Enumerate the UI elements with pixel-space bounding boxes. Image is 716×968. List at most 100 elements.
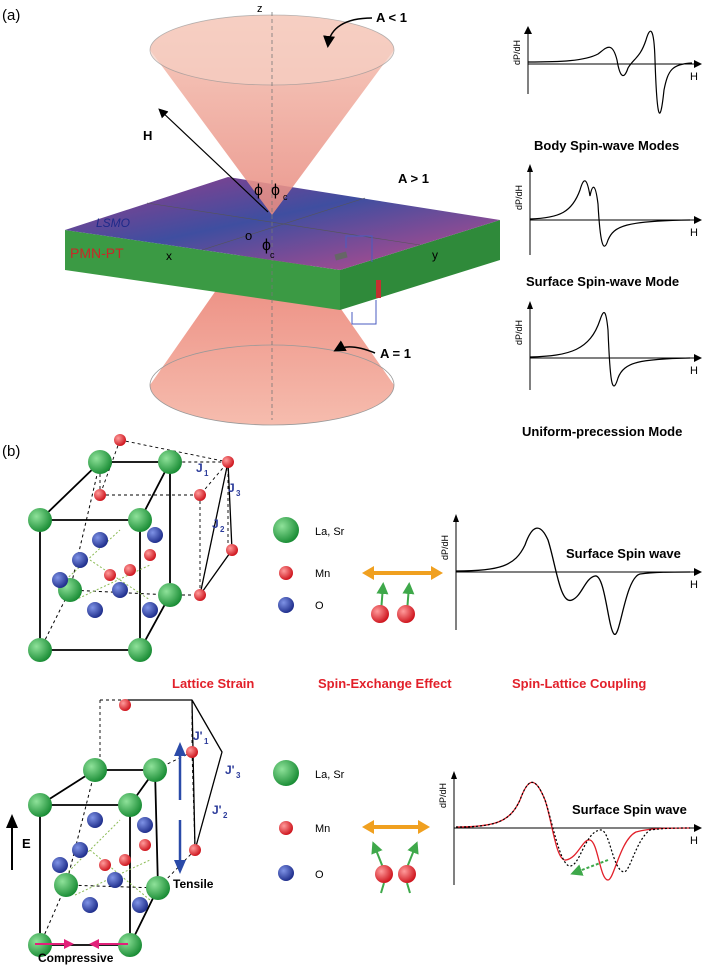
la-sr-atom xyxy=(158,583,182,607)
legend-o-atom xyxy=(278,597,294,613)
la-sr-atom xyxy=(146,876,170,900)
oxygen-atom xyxy=(52,572,68,588)
la-sr-atom xyxy=(28,793,52,817)
la-sr-atom xyxy=(28,638,52,662)
lattice-top: J 1 J 3 J 2 xyxy=(39,439,241,651)
phi-c-lower-label: ϕ xyxy=(262,237,271,254)
j1-label: J xyxy=(196,461,203,475)
mn-atom xyxy=(226,544,238,556)
b-bottom-title: Surface Spin wave xyxy=(572,802,687,817)
la-sr-atom xyxy=(88,450,112,474)
y-axis-label: y xyxy=(432,248,438,262)
la-sr-atom xyxy=(54,873,78,897)
oxygen-atom xyxy=(87,812,103,828)
la-sr-atom xyxy=(158,450,182,474)
pmn-pt-label: PMN-PT xyxy=(70,245,124,261)
mn-atom xyxy=(124,564,136,576)
la-sr-atom xyxy=(128,508,152,532)
la-sr-atom xyxy=(28,508,52,532)
legend-la-sr-atom xyxy=(273,517,299,543)
oxygen-atom xyxy=(72,552,88,568)
legend-top: La, Sr Mn O xyxy=(273,517,345,613)
j3-sub: 3 xyxy=(236,489,241,498)
compressive-arrows: Compressive xyxy=(35,939,128,965)
j3p-label: J' xyxy=(225,763,235,777)
mn-atom xyxy=(189,844,201,856)
shift-arrow xyxy=(570,859,609,876)
phi-c-sub: c xyxy=(283,192,288,202)
mn-atom xyxy=(222,456,234,468)
h-vector xyxy=(158,108,269,213)
j1p-label: J' xyxy=(193,729,203,743)
mn-atom xyxy=(119,854,131,866)
oxygen-atom xyxy=(87,602,103,618)
phi-c-label: ϕ xyxy=(271,182,280,199)
a-equal-1-label: A = 1 xyxy=(380,346,411,361)
body-xlabel: H xyxy=(690,71,698,83)
legend2-la-sr-atom xyxy=(273,760,299,786)
legend-mn-atom xyxy=(279,566,293,580)
tensile-label: Tensile xyxy=(173,877,214,891)
strained-curve xyxy=(455,781,691,881)
body-ylabel: dP/dH xyxy=(512,40,522,65)
panel-a-label: (a) xyxy=(2,7,20,24)
a-equal-1-arrow xyxy=(333,340,376,354)
oxygen-atom xyxy=(112,582,128,598)
reference-curve xyxy=(455,781,691,873)
legend-o-label: O xyxy=(315,600,324,612)
legend-la-sr-label: La, Sr xyxy=(315,526,345,538)
la-sr-atom xyxy=(118,793,142,817)
mn-atom xyxy=(186,746,198,758)
oxygen-atom xyxy=(92,532,108,548)
phi-label: ϕ xyxy=(254,182,263,199)
origin-label: o xyxy=(245,228,252,243)
legend2-o-label: O xyxy=(315,869,324,881)
e-field-label: E xyxy=(22,836,31,851)
j2p-sub: 2 xyxy=(223,811,228,820)
h-vector-label: H xyxy=(143,128,152,143)
a-less-1-label: A < 1 xyxy=(376,10,407,25)
legend2-o-atom xyxy=(278,865,294,881)
mn-atom xyxy=(94,489,106,501)
panel-b-label: (b) xyxy=(2,443,20,460)
legend-mn-label: Mn xyxy=(315,568,330,580)
oxygen-atom xyxy=(132,897,148,913)
title-lattice-strain: Lattice Strain xyxy=(172,676,254,691)
mn-atom xyxy=(114,434,126,446)
surface-xlabel: H xyxy=(690,227,698,239)
title-spin-lattice: Spin-Lattice Coupling xyxy=(512,676,646,691)
a-greater-1-label: A > 1 xyxy=(398,171,429,186)
uniform-ylabel: dP/dH xyxy=(514,320,524,345)
j3-label: J xyxy=(228,481,235,495)
mn-atom xyxy=(104,569,116,581)
la-sr-atom xyxy=(143,758,167,782)
j3p-sub: 3 xyxy=(236,771,241,780)
b-top-title: Surface Spin wave xyxy=(566,546,681,561)
body-title: Body Spin-wave Modes xyxy=(534,138,679,153)
b-bottom-ylabel: dP/dH xyxy=(438,783,448,808)
legend2-la-sr-label: La, Sr xyxy=(315,769,345,781)
spectrum-surface-mode: dP/dH H Surface Spin-wave Mode xyxy=(514,164,702,289)
sample-slab: LSMO PMN-PT xyxy=(65,177,500,325)
oxygen-atom xyxy=(142,602,158,618)
la-sr-atom xyxy=(118,933,142,957)
b-bottom-xlabel: H xyxy=(690,835,698,847)
mn-atom xyxy=(194,489,206,501)
mn-atom xyxy=(119,699,131,711)
spectrum-b-bottom: dP/dH H Surface Spin wave xyxy=(438,771,702,885)
j2p-label: J' xyxy=(212,803,222,817)
j2-sub: 2 xyxy=(220,525,225,534)
la-sr-atom xyxy=(128,638,152,662)
mn-atom xyxy=(144,549,156,561)
oxygen-atom xyxy=(107,872,123,888)
lsmo-label: LSMO xyxy=(96,216,130,230)
j2-label: J xyxy=(212,517,219,531)
spin-pair-top xyxy=(362,566,443,623)
x-axis-label: x xyxy=(166,249,172,263)
j1p-sub: 1 xyxy=(204,737,209,746)
oxygen-atom xyxy=(147,527,163,543)
tensile-arrows: Tensile xyxy=(173,742,214,891)
spin-pair-bottom xyxy=(362,820,430,894)
angle-labels: ϕ ϕ c ϕ c xyxy=(254,182,288,260)
